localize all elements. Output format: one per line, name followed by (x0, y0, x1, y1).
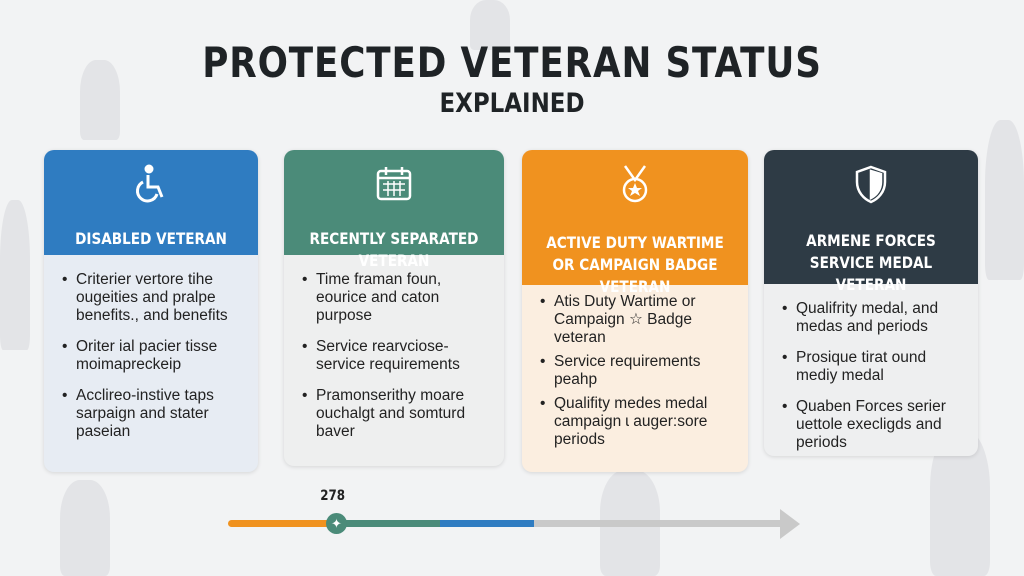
bullet: Service requirements peahp (540, 353, 738, 389)
timeline-marker[interactable]: ✦ (326, 513, 347, 534)
bullet: Time framan foun, eourice and caton purp… (302, 271, 494, 325)
card-title: DISABLED VETERAN (75, 229, 227, 248)
medal-icon (622, 165, 648, 203)
card-title: ARMENE FORCES SERVICE MEDAL VETERAN (806, 231, 936, 294)
page-subtitle: EXPLAINED (439, 88, 585, 119)
timeline-label: 278 (320, 488, 346, 504)
timeline-segment-gray (534, 520, 784, 527)
calendar-icon (376, 167, 412, 201)
bullet: Criterier vertore tihe ougeities and pra… (62, 271, 248, 325)
bullet: Quaben Forces serier uettole execligds a… (782, 398, 968, 452)
card-recently-separated-veteran: RECENTLY SEPARATED VETERAN Time framan f… (284, 150, 504, 466)
timeline-segment-orange (228, 520, 338, 527)
bullet: Oriter ial pacier tisse moimapreckeip (62, 338, 248, 374)
shield-icon (855, 165, 887, 204)
card-active-duty-veteran: ACTIVE DUTY WARTIME OR CAMPAIGN BADGE VE… (522, 150, 748, 472)
bullet: Service rearvciose-service requirements (302, 338, 494, 374)
timeline-segment-green (336, 520, 442, 527)
card-title: ACTIVE DUTY WARTIME OR CAMPAIGN BADGE VE… (546, 233, 724, 296)
bullet: Qualifity medes medal campaign ɩ auger:s… (540, 395, 738, 449)
card-title: RECENTLY SEPARATED VETERAN (309, 229, 479, 270)
card-armed-forces-service-medal-veteran: ARMENE FORCES SERVICE MEDAL VETERAN Qual… (764, 150, 978, 456)
page-title: PROTECTED VETERAN STATUS (202, 38, 822, 87)
timeline-segment-blue (440, 520, 535, 527)
bullet: Pramonserithy moare ouchalgt and somturd… (302, 387, 494, 441)
card-disabled-veteran: DISABLED VETERAN Criterier vertore tihe … (44, 150, 258, 472)
bullet: Prosique tirat ound mediy medal (782, 349, 968, 385)
bullet: Acclireo-instive taps sarpaign and state… (62, 387, 248, 441)
bullet: Qualifrity medal, and medas and periods (782, 300, 968, 336)
bullet: Atis Duty Wartime or Campaign ☆ Badge ve… (540, 293, 738, 347)
wheelchair-icon (135, 164, 164, 203)
timeline-arrow-icon (780, 509, 800, 539)
